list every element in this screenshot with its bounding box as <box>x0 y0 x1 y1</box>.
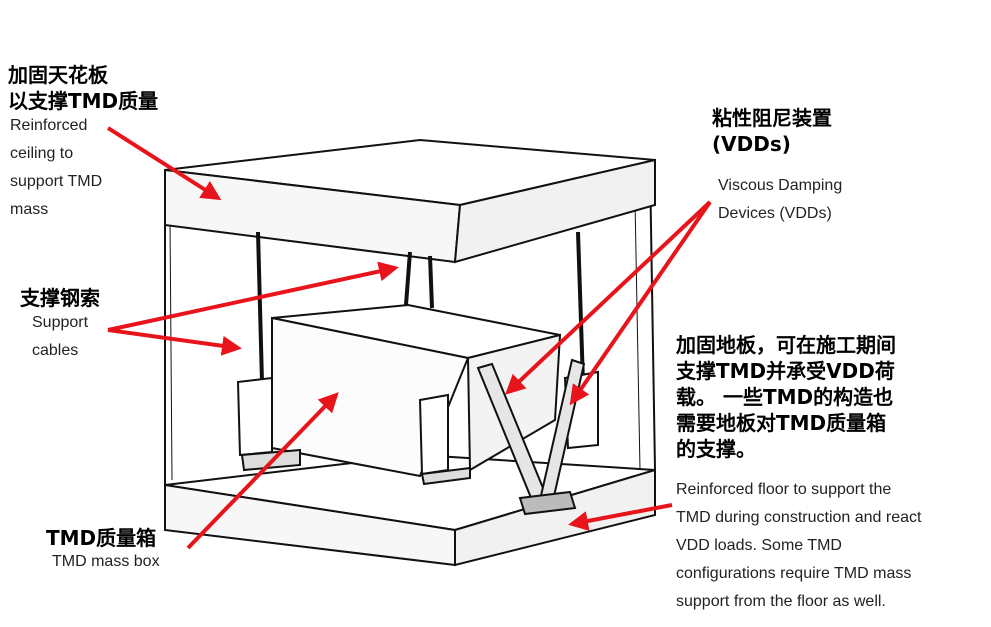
label-floor-zh: 加固地板，可在施工期间 支撑TMD并承受VDD荷 载。 一些TMD的构造也 需要… <box>676 333 896 461</box>
arrow-vdd-1 <box>505 200 712 395</box>
brackets <box>236 370 599 486</box>
ceiling-slab <box>164 138 656 264</box>
pointer-arrows <box>106 126 712 550</box>
label-vdd-en: Viscous Damping Devices (VDDs) <box>718 177 843 222</box>
arrow-cable-2 <box>107 261 399 332</box>
label-cables-zh: 支撑钢索 <box>20 286 100 310</box>
label-floor-en: Reinforced floor to support the TMD duri… <box>676 481 922 610</box>
arrow-ceiling <box>106 126 222 201</box>
label-ceiling-zh: 加固天花板 以支撑TMD质量 <box>8 63 159 113</box>
arrow-vdd-2 <box>569 200 712 406</box>
label-cables-en: Support cables <box>32 314 89 359</box>
arrow-cable-1 <box>107 328 242 356</box>
arrow-mass-box <box>186 392 339 550</box>
label-ceiling-en: Reinforced ceiling to support TMD mass <box>10 117 103 218</box>
label-vdd-zh: 粘性阻尼装置 (VDDs) <box>712 106 832 156</box>
label-mass-box-zh: TMD质量箱 <box>46 526 157 550</box>
arrow-floor <box>568 503 673 531</box>
label-mass-box-en: TMD mass box <box>52 553 160 570</box>
